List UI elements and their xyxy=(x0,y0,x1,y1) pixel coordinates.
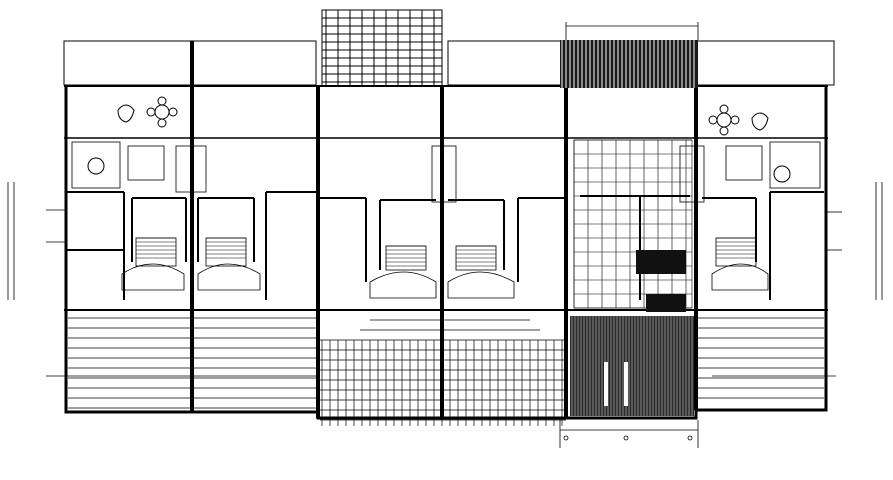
deck-boards-right xyxy=(698,317,824,399)
tiled-court xyxy=(573,139,693,309)
annotation-marks xyxy=(7,22,883,448)
furniture xyxy=(87,96,791,183)
deck-boards-left xyxy=(68,317,316,409)
courtyard-hatch-bottom xyxy=(570,316,694,416)
dark-cores xyxy=(636,250,686,312)
top-pergola xyxy=(321,9,443,87)
stairs xyxy=(136,237,756,267)
bottom-pergola xyxy=(320,319,566,426)
courtyard-hatch-top xyxy=(560,40,698,88)
interior-partitions xyxy=(66,191,824,300)
